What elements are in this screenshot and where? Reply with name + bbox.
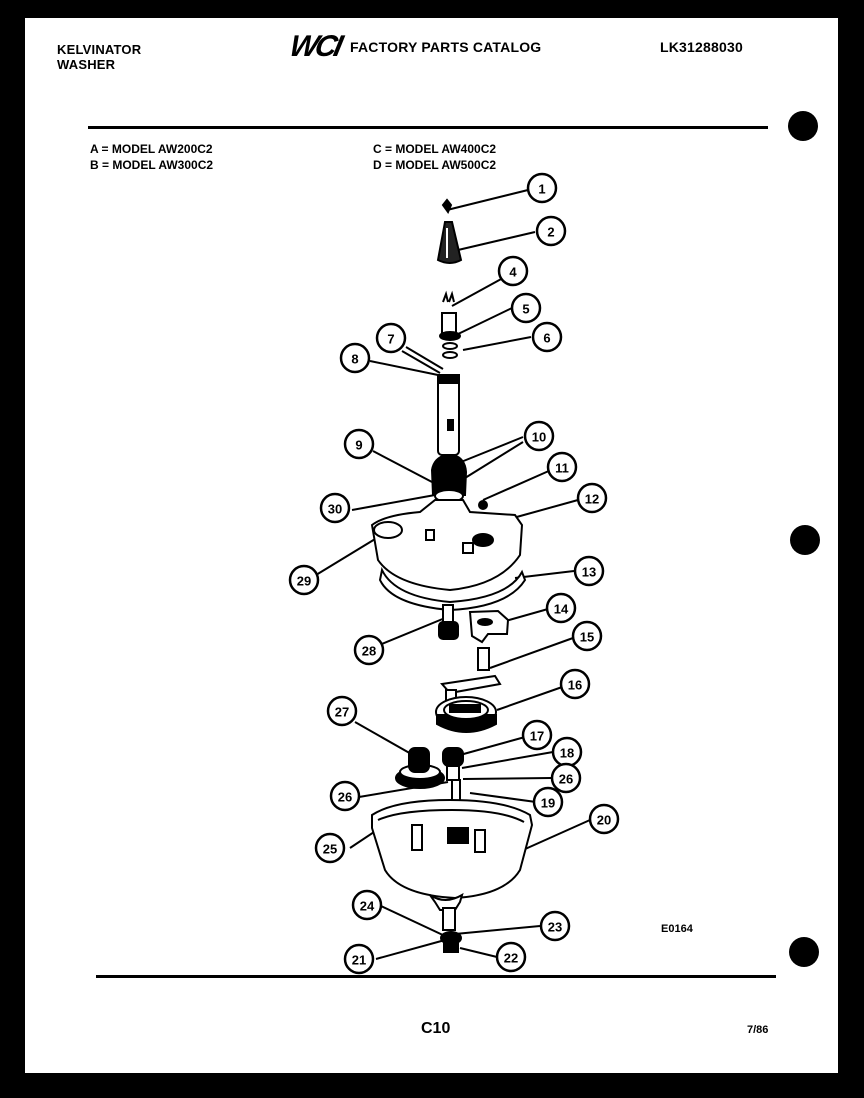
callout-11: 11: [555, 461, 569, 476]
callout-24: 24: [360, 899, 375, 914]
page-number: C10: [421, 1020, 451, 1037]
callout-9: 9: [355, 438, 362, 453]
callout-27: 27: [335, 705, 349, 720]
models-right: C = MODEL AW400C2 D = MODEL AW500C2: [373, 141, 496, 173]
callout-7: 7: [387, 332, 394, 347]
callout-18: 18: [560, 746, 574, 761]
callout-17: 17: [530, 729, 544, 744]
callout-26-right: 26: [559, 772, 573, 787]
callout-23: 23: [548, 920, 562, 935]
callout-1: 1: [538, 182, 545, 197]
callout-8: 8: [351, 352, 358, 367]
callout-6: 6: [543, 331, 550, 346]
binder-hole-bottom: [789, 937, 819, 967]
callout-5: 5: [522, 302, 529, 317]
callout-10: 10: [532, 430, 546, 445]
callout-22: 22: [504, 951, 518, 966]
models-left: A = MODEL AW200C2 B = MODEL AW300C2: [90, 141, 213, 173]
callout-30: 30: [328, 502, 342, 517]
model-d: D = MODEL AW500C2: [373, 158, 497, 172]
callout-4: 4: [509, 265, 517, 280]
product-type: WASHER: [57, 57, 116, 72]
callout-15: 15: [580, 630, 594, 645]
brand-block: KELVINATOR WASHER: [57, 42, 141, 72]
model-c: C = MODEL AW400C2: [373, 142, 497, 156]
callout-25: 25: [323, 842, 337, 857]
callout-13: 13: [582, 565, 596, 580]
model-b: B = MODEL AW300C2: [90, 158, 214, 172]
header-rule: [88, 126, 768, 129]
diagram-code: E0164: [661, 923, 693, 935]
callout-2: 2: [547, 225, 554, 240]
binder-hole-top: [788, 111, 818, 141]
callout-20: 20: [597, 813, 611, 828]
callout-circles: [288, 172, 620, 975]
model-a: A = MODEL AW200C2: [90, 142, 213, 156]
callout-28: 28: [362, 644, 376, 659]
revision-date: 7/86: [747, 1024, 769, 1036]
callout-12: 12: [585, 492, 599, 507]
callout-26-left: 26: [338, 790, 352, 805]
part-illustrations: [370, 198, 534, 953]
callout-29: 29: [297, 574, 311, 589]
callout-16: 16: [568, 678, 582, 693]
callout-numbers: 1 2 4 5 6 7 8 9 10 11 12 30 29 13 28 14 …: [297, 182, 611, 968]
catalog-number: LK31288030: [660, 39, 743, 55]
callout-19: 19: [541, 796, 555, 811]
catalog-title: FACTORY PARTS CATALOG: [350, 39, 542, 55]
callout-14: 14: [554, 602, 569, 617]
brand-name: KELVINATOR: [57, 42, 142, 57]
binder-hole-middle: [790, 525, 820, 555]
callout-21: 21: [352, 953, 366, 968]
footer-rule: [96, 975, 776, 978]
